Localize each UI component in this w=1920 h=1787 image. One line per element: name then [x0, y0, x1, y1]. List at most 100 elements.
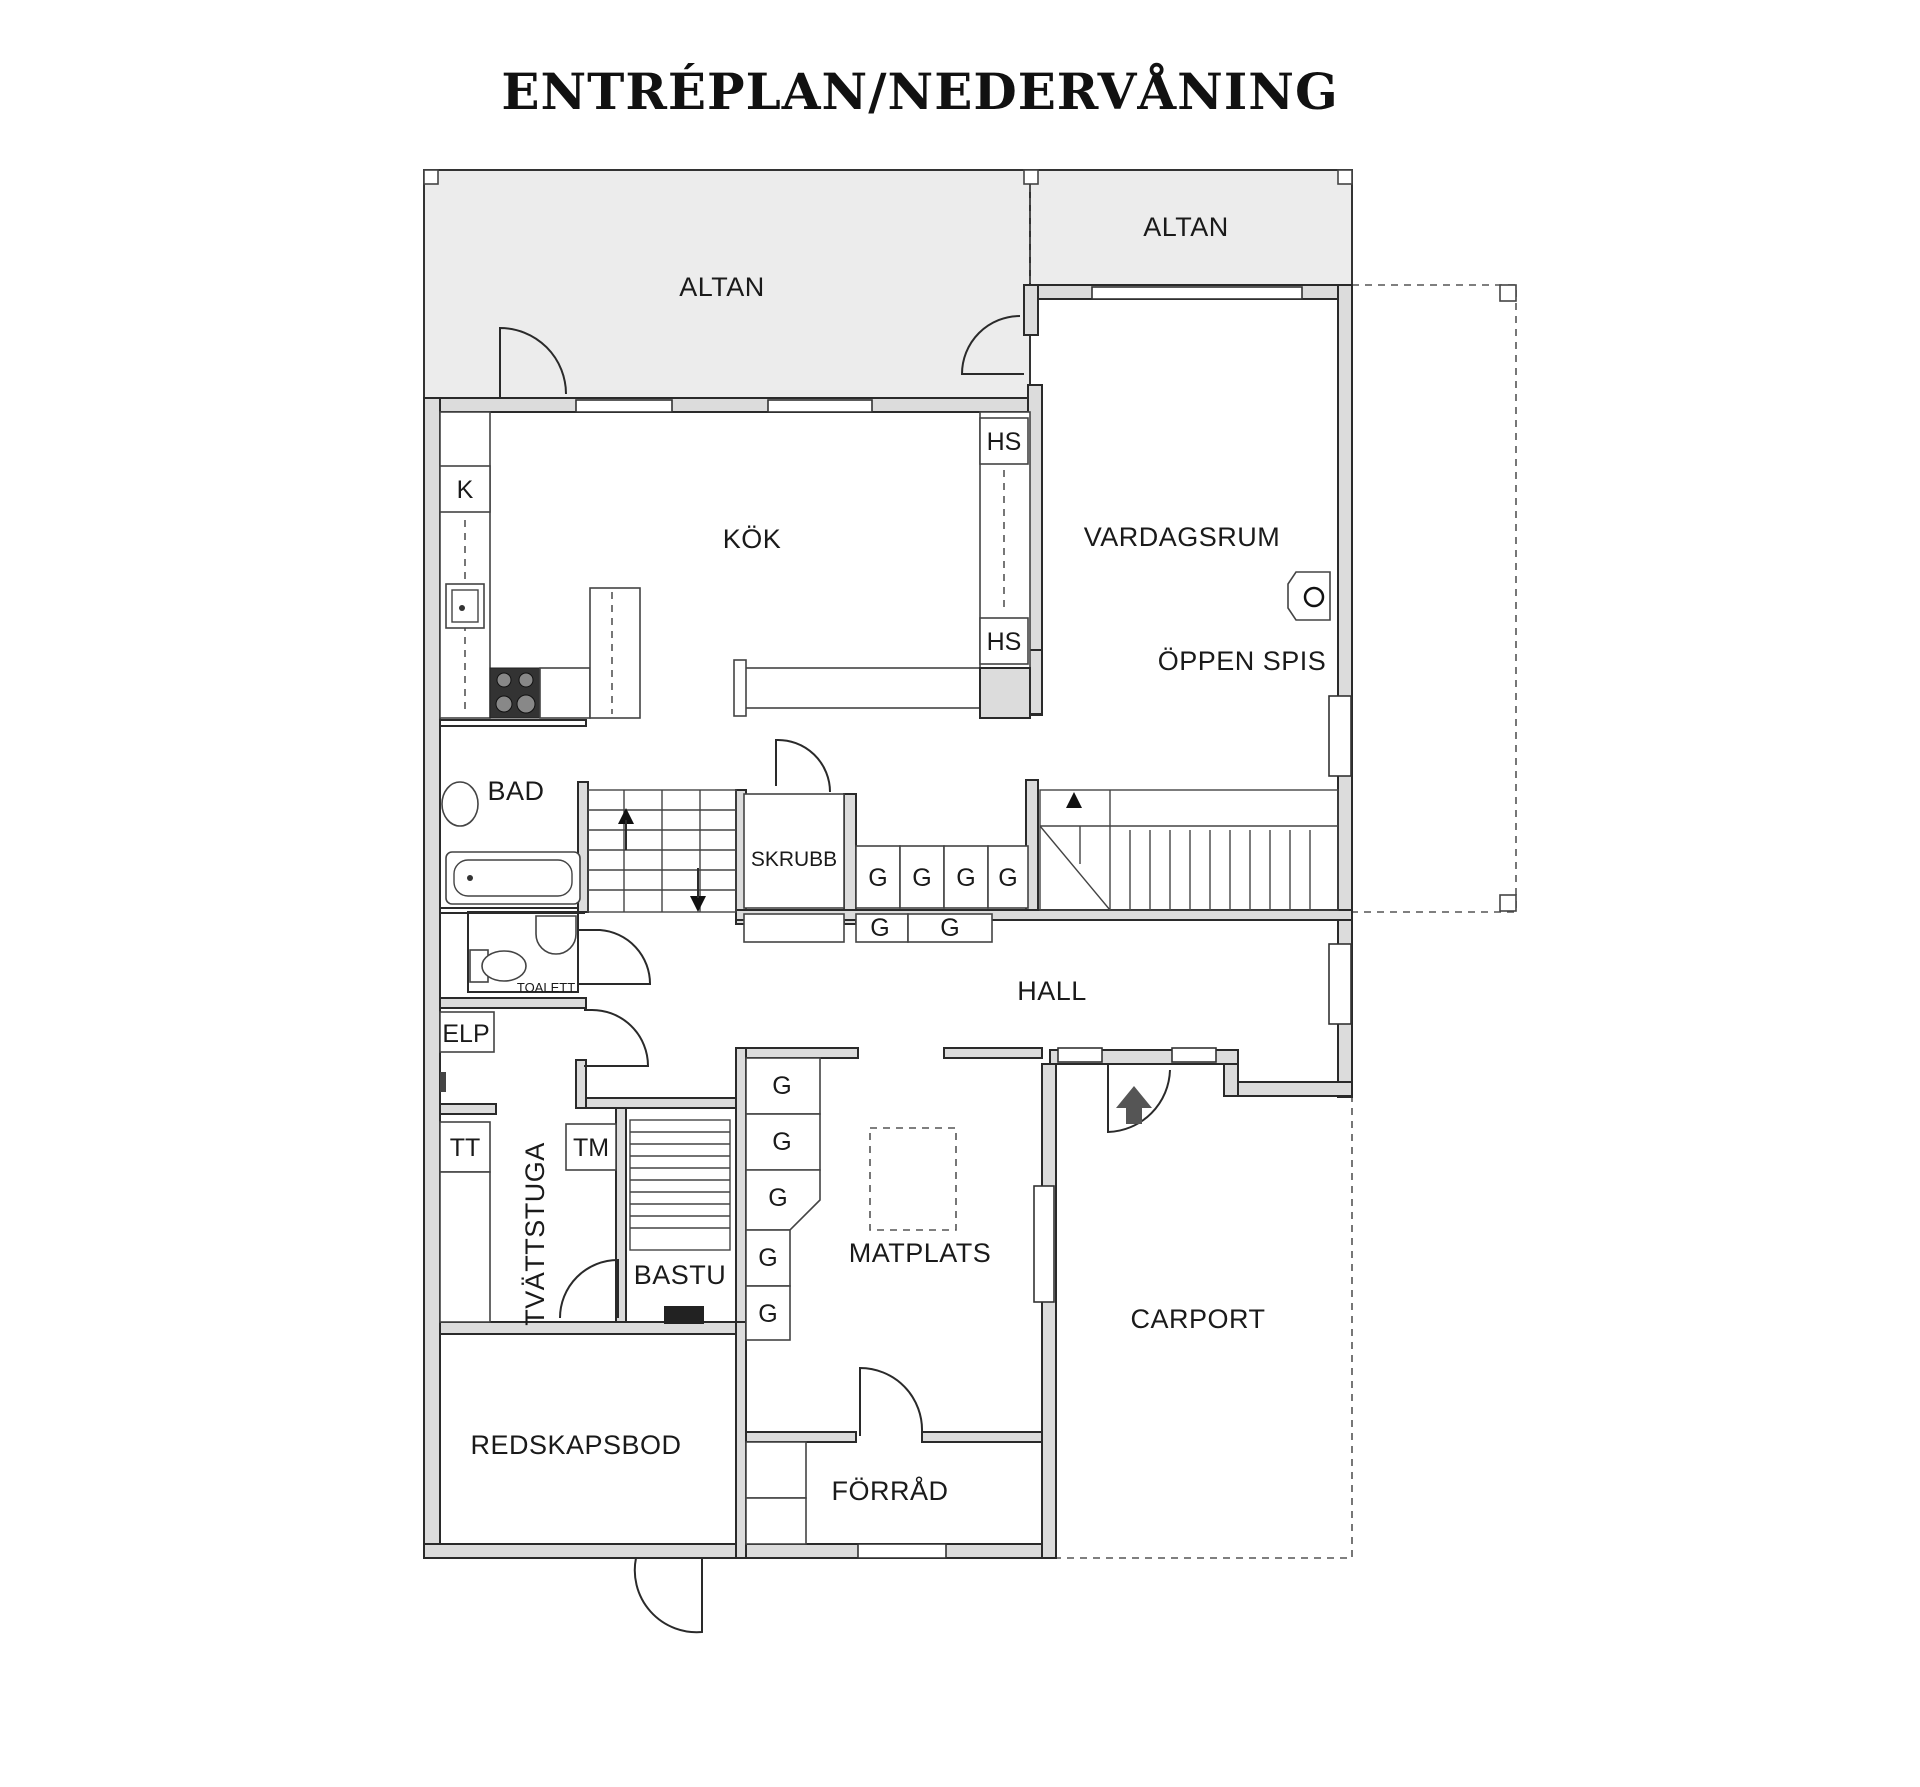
wardrobe — [745, 1169, 821, 1231]
wall — [943, 1047, 1043, 1059]
toalett-sink-icon — [535, 915, 577, 955]
hall-label: HALL — [1017, 976, 1087, 1006]
wall — [735, 1321, 747, 1559]
stove-burner — [516, 694, 536, 714]
bathtub-icon — [445, 851, 581, 905]
wall — [585, 1097, 737, 1109]
window — [1033, 1185, 1055, 1303]
tm-label: TM — [573, 1134, 609, 1162]
wardrobe-label: G — [868, 864, 887, 892]
kok-label: KÖK — [723, 524, 782, 554]
wall — [843, 793, 857, 925]
post — [423, 169, 439, 185]
wall — [439, 997, 587, 1009]
wall — [1023, 284, 1039, 336]
sauna-bench — [629, 1119, 731, 1251]
washbasin-icon — [441, 781, 479, 827]
wall — [575, 1059, 587, 1109]
oppen-spis-label: ÖPPEN SPIS — [1158, 646, 1327, 676]
bathtub-inner — [453, 859, 573, 897]
page-title: ENTRÉPLAN/NEDERVÅNING — [501, 62, 1339, 121]
altan-right-label: ALTAN — [1143, 212, 1229, 242]
post — [1337, 169, 1353, 185]
wardrobe-label: G — [758, 1244, 777, 1272]
window — [1057, 1047, 1103, 1063]
window — [1171, 1047, 1217, 1063]
bad-label: BAD — [487, 776, 544, 806]
altan-left-area — [423, 169, 1031, 399]
door-altan-left — [499, 326, 567, 398]
redskapsbod-label: REDSKAPSBOD — [470, 1430, 681, 1460]
hs-top-label: HS — [987, 428, 1022, 456]
radiator-icon — [440, 1072, 446, 1092]
wall — [423, 397, 441, 1559]
wall — [439, 719, 587, 727]
sink-drain — [459, 605, 465, 611]
window — [1328, 943, 1352, 1025]
shelf — [745, 1497, 807, 1545]
wardrobe-label: G — [956, 864, 975, 892]
stairs — [587, 789, 1339, 1324]
stair-up-arrow-icon — [1066, 792, 1082, 808]
room-labels: ALTAN ALTAN KÖK VARDAGSRUM ÖPPEN SPIS BA… — [470, 212, 1327, 1506]
shelf — [743, 913, 845, 943]
post — [1499, 894, 1517, 912]
door-redskapsbod — [633, 1557, 703, 1634]
wardrobe — [943, 845, 989, 909]
wardrobe-label: G — [998, 864, 1017, 892]
sauna-heater-icon — [664, 1306, 704, 1324]
vardagsrum-label: VARDAGSRUM — [1084, 522, 1281, 552]
wardrobe — [855, 913, 909, 943]
wardrobe — [855, 845, 901, 909]
wardrobe-label: G — [912, 864, 931, 892]
bastu-label: BASTU — [634, 1260, 727, 1290]
altan-left-label: ALTAN — [679, 272, 765, 302]
cabinets: G G G G G G G G G G G ELP TT TM — [439, 793, 1029, 1545]
stair-right — [1039, 789, 1339, 911]
island-end — [733, 659, 747, 717]
sink-basin — [451, 589, 479, 623]
wardrobe — [987, 845, 1029, 909]
laundry-counter — [439, 1171, 491, 1323]
wall — [1025, 779, 1039, 911]
wall — [921, 1431, 1043, 1443]
post — [1499, 284, 1517, 302]
fireplace-opening — [1303, 586, 1325, 608]
wardrobe — [745, 1113, 821, 1171]
patio-areas — [423, 169, 1353, 399]
wall — [439, 1103, 497, 1115]
hs-box — [979, 617, 1029, 665]
wardrobe-label: G — [772, 1128, 791, 1156]
door-toalett — [578, 929, 652, 985]
wardrobe-label: G — [768, 1184, 787, 1212]
post — [1023, 169, 1039, 185]
wardrobe — [745, 1229, 791, 1287]
wardrobe — [907, 913, 993, 943]
door-forrad — [859, 1366, 924, 1436]
dining-table — [869, 1127, 957, 1231]
wall — [1041, 1063, 1057, 1559]
pergola-outline — [1352, 284, 1517, 913]
stair-up-arrow-icon — [618, 808, 634, 824]
hs-bottom-label: HS — [987, 628, 1022, 656]
stove-burner — [518, 672, 534, 688]
elp-label: ELP — [442, 1020, 489, 1048]
tt-box — [439, 1121, 491, 1173]
wall — [423, 397, 1043, 413]
hs-box — [979, 417, 1029, 465]
wardrobe-label: G — [870, 914, 889, 942]
wall — [467, 911, 579, 993]
window — [1328, 695, 1352, 777]
stove-burner — [496, 672, 512, 688]
wall — [735, 1047, 747, 1333]
outdoor-outlines — [1055, 284, 1517, 1559]
kitchen-island — [739, 667, 981, 709]
forrad-label: FÖRRÅD — [832, 1475, 949, 1506]
window — [1091, 286, 1303, 300]
door-entrance — [1107, 1064, 1171, 1134]
wardrobe-label: G — [772, 1072, 791, 1100]
kitchen-fixtures: K HS HS — [439, 411, 1031, 719]
door-altan-right — [960, 315, 1024, 375]
wardrobe-label: G — [940, 914, 959, 942]
